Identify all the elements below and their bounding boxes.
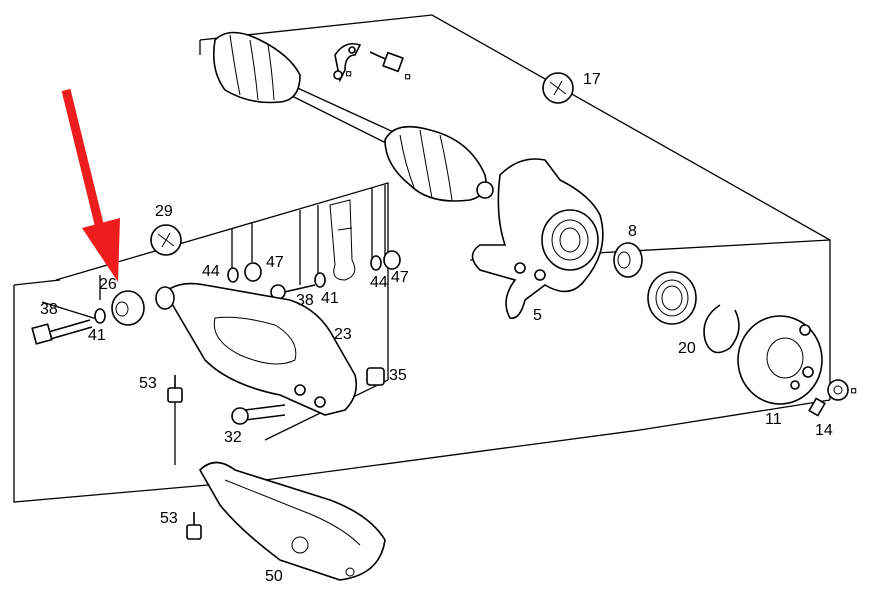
label-part-29: 29 bbox=[155, 203, 173, 220]
wheel-stud bbox=[808, 397, 826, 417]
label-part-8: 8 bbox=[628, 223, 637, 240]
grease-nipple-upper bbox=[167, 375, 183, 403]
grease-nipple-lower bbox=[186, 512, 202, 540]
bolt-lower bbox=[231, 404, 286, 425]
label-part-17: 17 bbox=[583, 71, 601, 88]
label-part-38-mid: 38 bbox=[296, 292, 314, 309]
assembly-frame bbox=[13, 14, 831, 503]
red-arrow-icon bbox=[61, 88, 120, 282]
label-part-47-right: 47 bbox=[391, 269, 409, 286]
label-part-53-lower: 53 bbox=[160, 510, 178, 527]
label-part-35: 35 bbox=[389, 367, 407, 384]
label-part-47-left: 47 bbox=[266, 254, 284, 271]
label-part-20: 20 bbox=[678, 340, 696, 357]
hub-flange bbox=[737, 315, 823, 405]
label-part-26: 26 bbox=[99, 276, 117, 293]
wrench-torque-icon bbox=[150, 224, 182, 256]
washer-left bbox=[94, 308, 106, 324]
label-part-44-left: 44 bbox=[202, 263, 220, 280]
axle-nut bbox=[827, 379, 849, 401]
label-part-44-right: 44 bbox=[370, 274, 388, 291]
label-part-32: 32 bbox=[224, 429, 242, 446]
control-arm bbox=[155, 282, 358, 416]
nut-mid-1 bbox=[244, 262, 262, 282]
shock-mount bbox=[329, 199, 356, 281]
wheel-carrier bbox=[471, 158, 604, 319]
note-mark-nut: ¤ bbox=[850, 383, 858, 398]
label-part-23: 23 bbox=[334, 326, 352, 343]
hex-nut bbox=[366, 367, 385, 386]
label-part-11: 11 bbox=[765, 411, 782, 428]
label-part-41-left: 41 bbox=[88, 327, 106, 344]
top-bolt bbox=[369, 51, 404, 73]
washer-mid-2 bbox=[314, 272, 326, 288]
note-mark-bolt: ¤ bbox=[404, 69, 412, 84]
note-mark-clip: ¤ bbox=[345, 66, 353, 81]
wrench-torque-icon bbox=[542, 72, 574, 104]
rubber-bushing bbox=[111, 290, 145, 326]
bushing bbox=[613, 242, 643, 278]
bolt-left bbox=[31, 319, 93, 345]
spring-cover bbox=[199, 461, 386, 581]
label-part-41-mid: 41 bbox=[321, 290, 339, 307]
retaining-clip bbox=[333, 42, 362, 83]
label-part-50: 50 bbox=[265, 568, 283, 585]
label-part-53-upper: 53 bbox=[139, 375, 157, 392]
nut-right bbox=[383, 250, 401, 270]
label-part-14: 14 bbox=[815, 422, 833, 439]
drive-shaft bbox=[212, 31, 494, 202]
wheel-bearing bbox=[647, 271, 697, 325]
label-part-38-left: 38 bbox=[40, 301, 58, 318]
washer-right bbox=[370, 255, 382, 271]
label-part-5: 5 bbox=[533, 307, 542, 324]
washer-mid-1 bbox=[227, 267, 239, 283]
circlip bbox=[703, 304, 740, 354]
